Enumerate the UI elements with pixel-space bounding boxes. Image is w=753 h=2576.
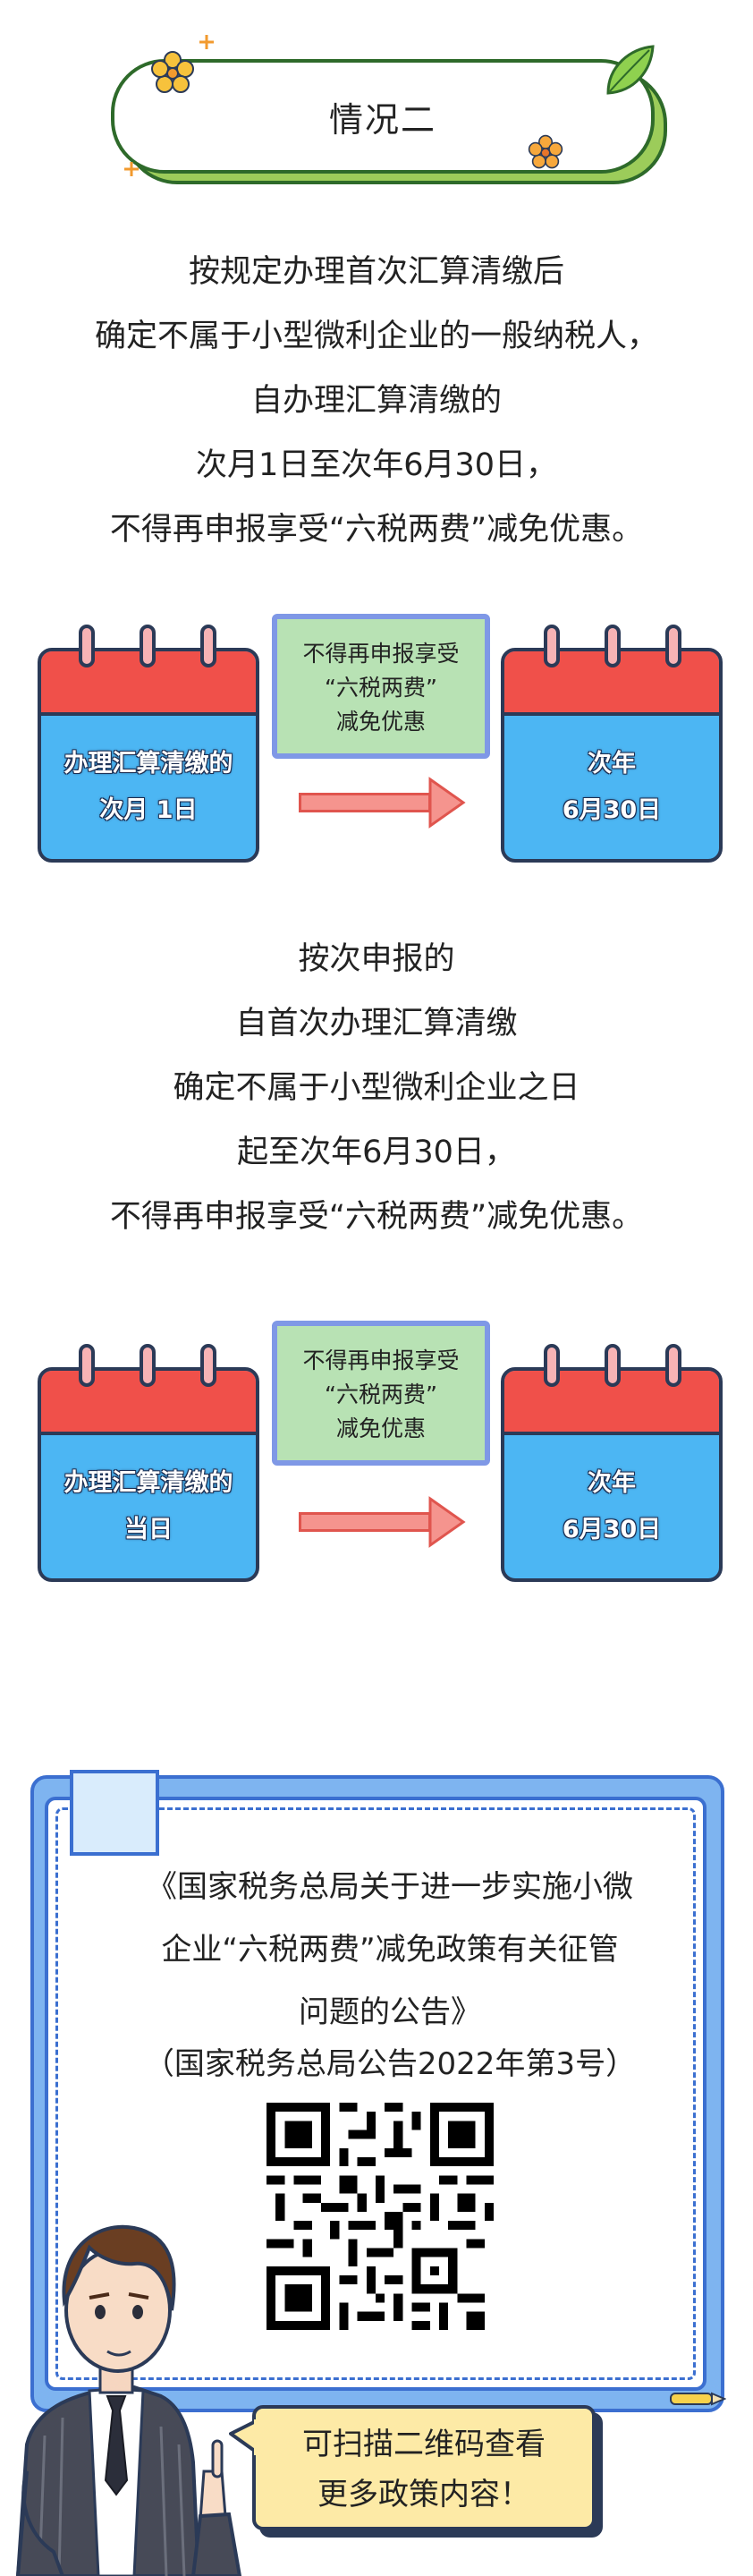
calendar-line: 当日 — [124, 1516, 173, 1543]
calendar-ring — [544, 1344, 560, 1387]
calendar-ring — [605, 625, 621, 667]
calendar-ring — [79, 625, 95, 667]
calendar-end: 次年 6月30日 — [501, 648, 723, 863]
calendar-ring — [79, 1344, 95, 1387]
businessman-illustration — [15, 2224, 242, 2576]
calendar-label: 办理汇算清缴的 次月 1日 — [41, 741, 256, 834]
calendar-ring — [665, 625, 681, 667]
box-line: 减免优惠 — [335, 709, 426, 735]
text-line: 起至次年6月30日， — [237, 1135, 516, 1170]
text-line: 自办理汇算清缴的 — [250, 383, 502, 419]
header-decoration: 情况二 — [0, 0, 753, 197]
speech-bubble: 可扫描二维码查看 更多政策内容！ — [252, 2405, 596, 2530]
sparkle-icon — [199, 35, 214, 49]
arrow-shaft — [299, 1512, 431, 1532]
text-line: 确定不属于小型微利企业之日 — [173, 1070, 580, 1106]
restriction-box: 不得再申报享受 “六税两费” 减免优惠 — [272, 1321, 490, 1466]
arrow-right-icon — [428, 777, 466, 829]
box-line: “六税两费” — [325, 1382, 437, 1407]
calendar-ring — [665, 1344, 681, 1387]
box-line: 不得再申报享受 — [302, 641, 460, 667]
calendar-end: 次年 6月30日 — [501, 1367, 723, 1582]
bubble-line: 可扫描二维码查看 — [302, 2427, 546, 2462]
text-line: 自首次办理汇算清缴 — [235, 1006, 518, 1041]
bubble-line: 更多政策内容！ — [317, 2477, 530, 2512]
restriction-box: 不得再申报享受 “六税两费” 减免优惠 — [272, 614, 490, 759]
calendar-start: 办理汇算清缴的 次月 1日 — [38, 648, 259, 863]
text-line: 次月1日至次年6月30日， — [195, 447, 558, 483]
bookmark-tab — [70, 1770, 159, 1856]
calendar-ring — [140, 1344, 156, 1387]
policy-title: 《国家税务总局关于进一步实施小微 企业“六税两费”减免政策有关征管 问题的公告》 — [86, 1856, 694, 2044]
section2-text: 按次申报的 自首次办理汇算清缴 确定不属于小型微利企业之日 起至次年6月30日，… — [0, 927, 753, 1249]
page-title: 情况二 — [328, 99, 436, 140]
calendar-line: 次年 — [588, 750, 636, 778]
calendar-ring — [605, 1344, 621, 1387]
text-line: 按规定办理首次汇算清缴后 — [188, 254, 564, 290]
calendar-label: 次年 6月30日 — [504, 1460, 719, 1553]
box-line: 减免优惠 — [335, 1416, 426, 1441]
pencil-icon — [670, 2392, 726, 2406]
policy-number: （国家税务总局公告2022年第3号） — [143, 2046, 637, 2082]
calendar-ring — [544, 625, 560, 667]
policy-title-line: 《国家税务总局关于进一步实施小微 — [147, 1869, 633, 1905]
box-line: “六税两费” — [325, 675, 437, 701]
section1-text: 按规定办理首次汇算清缴后 确定不属于小型微利企业的一般纳税人， 自办理汇算清缴的… — [0, 240, 753, 562]
flower-icon — [151, 51, 194, 93]
calendar-ring — [200, 625, 216, 667]
calendar-ring — [140, 625, 156, 667]
calendar-start: 办理汇算清缴的 当日 — [38, 1367, 259, 1582]
box-line: 不得再申报享受 — [302, 1348, 460, 1373]
bubble-tail — [229, 2419, 263, 2455]
text-line: 不得再申报享受“六税两费”减免优惠。 — [109, 512, 644, 548]
qr-code[interactable] — [267, 2103, 494, 2330]
policy-card-dashed-border — [55, 1807, 696, 2380]
calendar-ring — [200, 1344, 216, 1387]
arrow-right-icon — [428, 1496, 466, 1548]
text-line: 按次申报的 — [298, 941, 455, 977]
flower-icon — [528, 134, 563, 169]
calendar-line: 办理汇算清缴的 — [63, 1469, 233, 1497]
calendar-line: 次月 1日 — [99, 796, 198, 824]
leaf-icon — [606, 45, 655, 95]
sparkle-icon — [124, 162, 139, 176]
text-line: 不得再申报享受“六税两费”减免优惠。 — [109, 1199, 644, 1235]
calendar-header — [41, 651, 256, 716]
calendar-line: 6月30日 — [562, 796, 662, 824]
policy-title-line: 企业“六税两费”减免政策有关征管 — [161, 1932, 619, 1968]
calendar-label: 办理汇算清缴的 当日 — [41, 1460, 256, 1553]
policy-title-line: 问题的公告》 — [299, 1994, 481, 2030]
header-pill: 情况二 — [111, 59, 655, 174]
calendar-line: 办理汇算清缴的 — [63, 750, 233, 778]
calendar-line: 6月30日 — [562, 1516, 662, 1543]
arrow-shaft — [299, 793, 431, 812]
text-line: 确定不属于小型微利企业的一般纳税人， — [94, 319, 658, 354]
calendar-line: 次年 — [588, 1469, 636, 1497]
calendar-label: 次年 6月30日 — [504, 741, 719, 834]
